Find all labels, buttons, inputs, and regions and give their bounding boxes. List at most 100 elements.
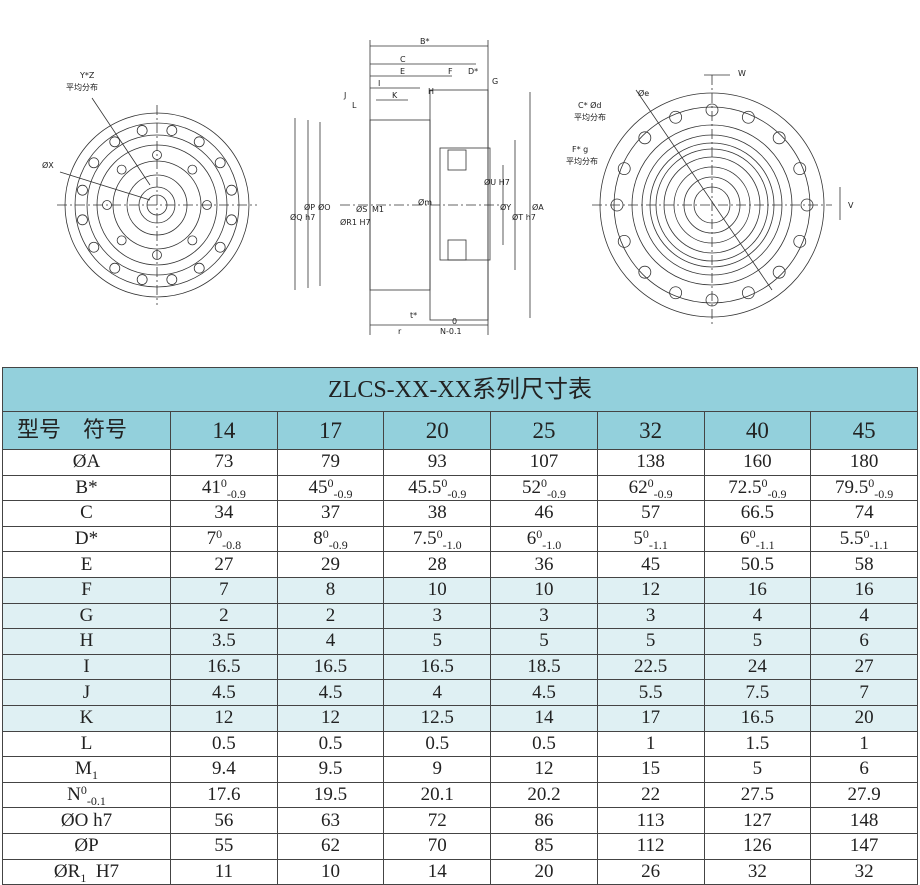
cell-value: 12 <box>641 579 661 601</box>
bolt-hole <box>88 157 100 169</box>
tolerance-upper: 0 <box>441 475 448 490</box>
header-model-symbol: 型号 符号 <box>2 411 171 450</box>
cell-value: 5 <box>645 630 656 652</box>
cell-value: 1.5 <box>745 732 770 754</box>
cell-value: 27 <box>214 553 234 575</box>
tolerance-lower: -1.1 <box>648 538 668 553</box>
cell-value: 22.5 <box>634 656 668 678</box>
cell-value: 16 <box>854 579 874 601</box>
tolerance-lower: 1 <box>91 768 98 783</box>
hole-note-1: C* Ød <box>578 100 602 110</box>
tolerance-lower: 1 <box>80 870 87 885</box>
cell-value: 20 <box>854 707 874 729</box>
row-label: G <box>2 602 171 630</box>
table-cell: 4.5 <box>170 679 278 706</box>
cell-value: 3.5 <box>211 630 236 652</box>
cell-value: F <box>81 579 92 601</box>
cell-value: 93 <box>427 451 447 473</box>
cell-value: 55 <box>214 835 234 857</box>
tolerance-upper: 0 <box>216 527 223 542</box>
hole-note-2-sub: 平均分布 <box>566 156 598 166</box>
bearing-bottom <box>447 239 467 261</box>
cell-value: 5 <box>432 630 443 652</box>
cell-value: 29 <box>321 553 341 575</box>
table-cell: 22.5 <box>596 653 705 681</box>
table-cell: 7.50-1.0 <box>383 525 492 553</box>
table-cell: 27.5 <box>703 781 812 809</box>
cell-value: 32 <box>747 860 767 882</box>
table-cell: 138 <box>596 449 705 476</box>
bolt-hole <box>741 286 755 300</box>
section-label: G <box>492 77 498 86</box>
table-cell: 16.5 <box>170 653 278 681</box>
table-cell: 5.50-1.1 <box>810 525 918 553</box>
cell-value: 4 <box>859 604 869 626</box>
section-label: r <box>398 327 402 336</box>
table-cell: 112 <box>596 832 705 860</box>
section-label: C <box>400 55 406 64</box>
dia-line <box>635 89 773 291</box>
table-cell: 22 <box>596 781 705 809</box>
table-cell: 38 <box>383 500 492 527</box>
bolt-hole <box>109 262 121 274</box>
inner-hole <box>116 235 127 246</box>
row-label: E <box>2 551 171 578</box>
cell-value: K <box>79 707 94 729</box>
row-label: D* <box>2 525 171 553</box>
table-cell: 1 <box>596 730 705 758</box>
table-cell: 9 <box>383 756 492 783</box>
cell-value: E <box>80 553 93 575</box>
table-cell: 50.5 <box>703 551 812 578</box>
tolerance-lower: -1.0 <box>442 538 462 553</box>
v-label: V <box>848 201 854 210</box>
hole-note-2: F* g <box>572 145 588 154</box>
table-cell: 34 <box>170 500 278 527</box>
row-label: I <box>2 653 171 681</box>
cell-value: 12.5 <box>420 707 454 729</box>
tolerance-lower: -0.9 <box>333 486 353 501</box>
cell-value: 50.5 <box>740 553 774 575</box>
bolt-hole <box>214 157 226 169</box>
cell-value: 180 <box>849 451 879 473</box>
table-cell: 45.50-0.9 <box>383 474 492 502</box>
bolt-hole <box>638 131 652 145</box>
cell-value: N <box>67 784 81 806</box>
tolerance-lower: -0.1 <box>86 794 106 809</box>
cell-value: 16 <box>747 579 767 601</box>
tolerance-lower: -1.1 <box>755 538 775 553</box>
table-cell: 450-0.9 <box>276 474 385 502</box>
cell-value: 27 <box>854 656 874 678</box>
cell-value: 0.5 <box>425 732 450 754</box>
table-cell: 113 <box>596 807 705 834</box>
cell-value: 16.5 <box>740 707 774 729</box>
tolerance-upper: 0 <box>536 527 543 542</box>
cell-value: 4.5 <box>211 681 236 703</box>
table-cell: 63 <box>276 807 385 834</box>
cell-value: 15 <box>641 758 661 780</box>
table-cell: 16.5 <box>276 653 385 681</box>
section-label: t* <box>410 311 417 320</box>
cell-value: 58 <box>854 553 874 575</box>
tolerance-upper: 0 <box>868 475 875 490</box>
table-cell: 17.6 <box>170 781 278 809</box>
cell-value: 85 <box>534 835 554 857</box>
bolt-hole <box>136 274 148 285</box>
row-label: L <box>2 730 171 758</box>
cell-value: 4.5 <box>532 681 556 703</box>
cell-value: 10 <box>321 860 341 882</box>
bearing-top <box>447 149 467 171</box>
table-cell: 14 <box>490 704 598 732</box>
table-cell: 50-1.1 <box>596 525 705 553</box>
table-cell: 70 <box>383 832 492 860</box>
header-model: 45 <box>810 411 918 450</box>
table-cell: 5 <box>490 628 598 655</box>
cell-value: 12 <box>321 707 341 729</box>
cell-value: 1 <box>859 732 869 754</box>
cell-value: M <box>75 758 92 780</box>
table-cell: 19.5 <box>276 781 385 809</box>
cell-value: 52 <box>521 476 541 498</box>
